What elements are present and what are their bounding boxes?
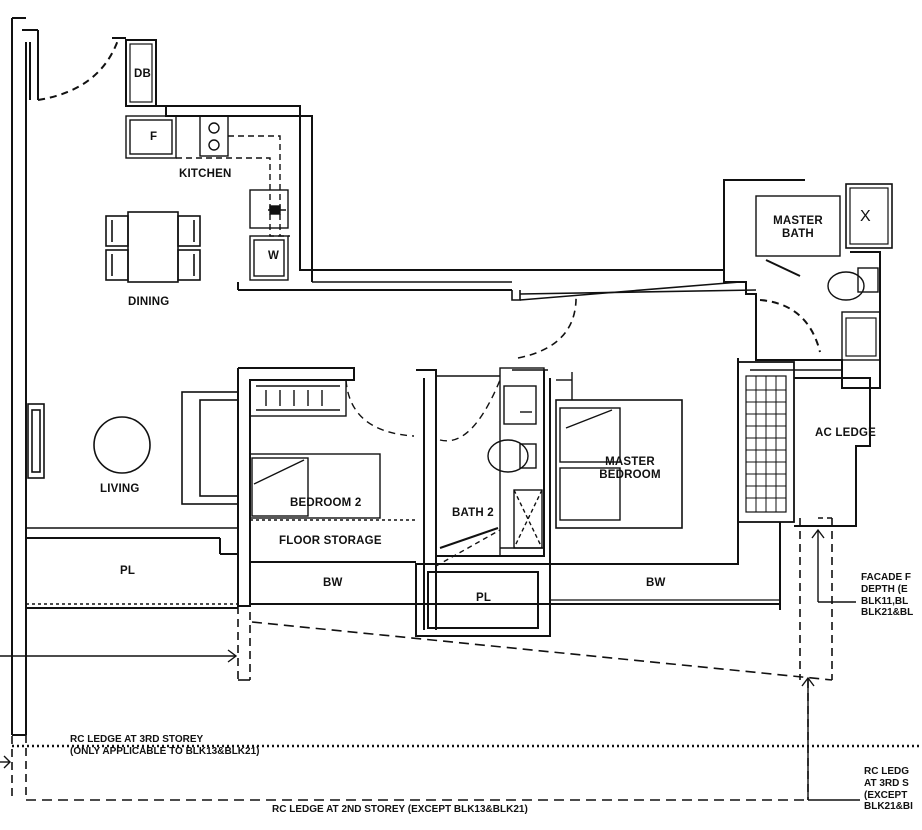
bath2 <box>435 367 545 567</box>
note-rcr-line1: RC LEDG <box>864 766 909 777</box>
label-master-bath-line1: MASTER <box>773 215 823 227</box>
left-exterior-wall <box>11 17 27 736</box>
label-master-bath-line2: BATH <box>782 227 814 240</box>
bedroom2-wardrobe <box>249 379 415 519</box>
label-master-bedroom: MASTER BEDROOM <box>590 456 670 481</box>
note-rc3-line1: RC LEDGE AT 3RD STOREY <box>70 734 204 745</box>
note-rc-ledge-3rd: RC LEDGE AT 3RD STOREY (ONLY APPLICABLE … <box>70 734 259 758</box>
label-washer: W <box>268 250 280 262</box>
label-master-bedroom-line2: BEDROOM <box>599 468 661 481</box>
label-master-bedroom-line1: MASTER <box>605 456 655 468</box>
master-bedroom <box>252 358 781 610</box>
living-furniture <box>26 391 239 529</box>
master-corridor-door <box>511 281 757 371</box>
label-master-bath: MASTER BATH <box>762 215 834 240</box>
kitchen-counter <box>125 115 290 281</box>
entrance-door <box>22 29 126 101</box>
label-pl-left: PL <box>120 565 136 577</box>
label-bath2: BATH 2 <box>452 507 494 519</box>
label-fridge: F <box>150 131 158 143</box>
note-facade: FACADE F DEPTH (E BLK11,BL BLK21&BL <box>861 572 913 619</box>
master-bath <box>723 180 893 389</box>
label-floor-storage: FLOOR STORAGE <box>279 535 382 547</box>
label-bedroom2: BEDROOM 2 <box>290 497 362 509</box>
note-facade-line3: BLK11,BL <box>861 595 909 607</box>
note-rcr-line2: AT 3RD S <box>864 777 909 789</box>
ac-ledge <box>737 361 871 527</box>
note-rcr-line4: BLK21&BI <box>864 801 913 813</box>
label-pl-center: PL <box>476 592 492 604</box>
note-facade-line1: FACADE F <box>861 572 911 583</box>
dining-table <box>105 211 201 283</box>
label-bw-left: BW <box>323 577 343 589</box>
leader-arrows <box>0 528 860 801</box>
note-rc-ledge-2nd: RC LEDGE AT 2ND STOREY (EXCEPT BLK13&BLK… <box>272 804 528 815</box>
pl-ledge-left <box>26 537 238 609</box>
note-facade-line4: BLK21&BL <box>861 607 914 619</box>
note-rcr-line3: (EXCEPT <box>864 789 908 801</box>
note-facade-line2: DEPTH (E <box>861 583 908 595</box>
label-living: LIVING <box>100 483 140 495</box>
label-kitchen: KITCHEN <box>179 168 232 180</box>
label-dining: DINING <box>128 296 170 308</box>
note-rc3-line2: (ONLY APPLICABLE TO BLK13&BLK21) <box>70 745 260 757</box>
shower-mark: X <box>860 208 871 225</box>
label-ac-ledge: AC LEDGE <box>815 427 877 439</box>
note-rc-ledge-right: RC LEDG AT 3RD S (EXCEPT BLK21&BI <box>864 766 913 813</box>
label-db: DB <box>134 68 152 80</box>
rc-ledge-lines <box>11 517 922 801</box>
label-bw-right: BW <box>646 577 666 589</box>
